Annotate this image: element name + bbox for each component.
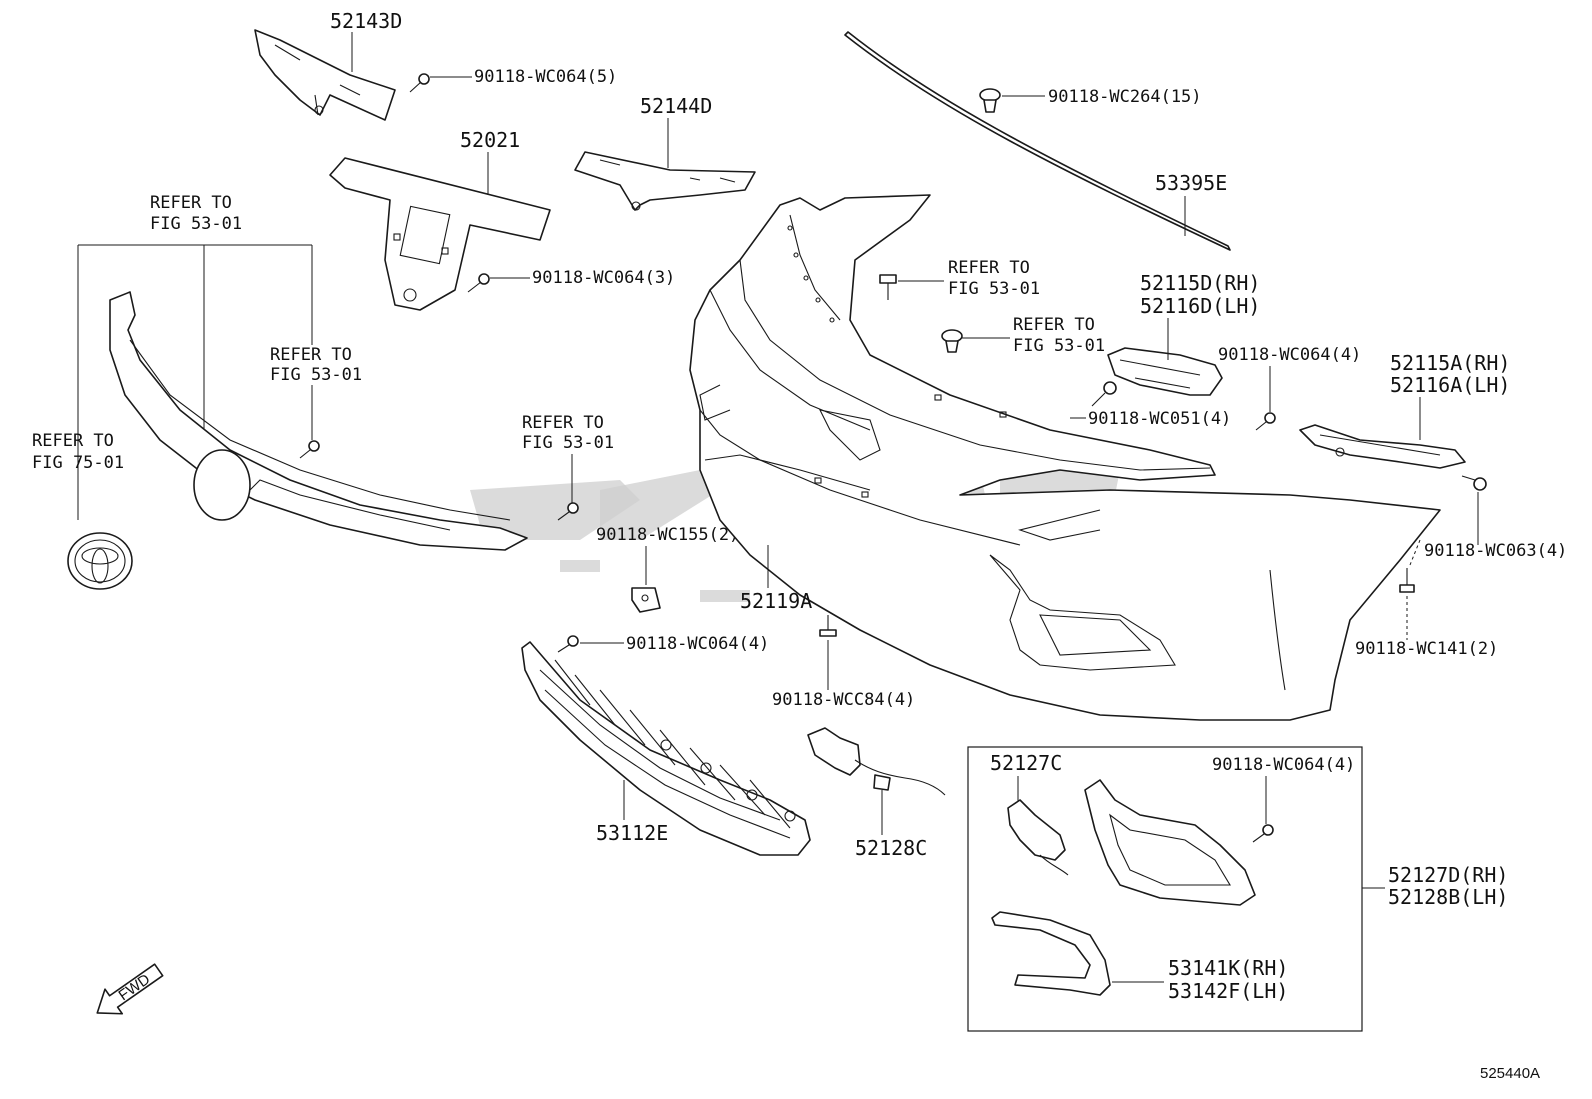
refer-fig-label: FIG 53-01 bbox=[948, 279, 1040, 299]
label-53112e: 53112E bbox=[596, 821, 668, 845]
lower-grille-53112e[interactable] bbox=[521, 641, 811, 856]
label-90118-wc064-4: 90118-WC064(4) bbox=[626, 634, 769, 654]
clip-icon bbox=[941, 329, 963, 353]
label-90118-wc064-5: 90118-WC064(5) bbox=[474, 67, 617, 87]
label-90118-wc063-4: 90118-WC063(4) bbox=[1424, 541, 1567, 561]
clip-icon bbox=[979, 88, 1001, 113]
label-90118-wc064-3: 90118-WC064(3) bbox=[532, 268, 675, 288]
bolt-icon bbox=[1091, 381, 1117, 407]
bolt-icon bbox=[467, 273, 490, 293]
label-52127c: 52127C bbox=[990, 751, 1062, 775]
retainer-52021[interactable] bbox=[329, 157, 551, 311]
screw-icon bbox=[557, 635, 579, 653]
figure-id: 525440A bbox=[1480, 1065, 1540, 1082]
label-90118-wc064-4: 90118-WC064(4) bbox=[1212, 755, 1355, 775]
toyota-emblem-icon bbox=[67, 532, 133, 590]
label-52115d: 52115D(RH) bbox=[1140, 271, 1260, 295]
fog-lamp-cover[interactable] bbox=[1084, 779, 1256, 906]
label-90118-wc141-2: 90118-WC141(2) bbox=[1355, 639, 1498, 659]
refer-fig-label: FIG 53-01 bbox=[270, 365, 362, 385]
part-52127c[interactable] bbox=[1007, 799, 1069, 876]
label-52144d: 52144D bbox=[640, 94, 712, 118]
screw-icon bbox=[1461, 475, 1487, 491]
refer-fig-label: FIG 53-01 bbox=[522, 433, 614, 453]
label-52128c: 52128C bbox=[855, 836, 927, 860]
label-52116d: 52116D(LH) bbox=[1140, 294, 1260, 318]
bracket-52143d[interactable] bbox=[254, 29, 396, 121]
label-52021: 52021 bbox=[460, 128, 520, 152]
refer-to-label: REFER TO bbox=[948, 258, 1030, 278]
label-90118-wcc84-4: 90118-WCC84(4) bbox=[772, 690, 915, 710]
refer-fig-label: FIG 53-01 bbox=[150, 214, 242, 234]
label-53395e: 53395E bbox=[1155, 171, 1227, 195]
bracket-52144d[interactable] bbox=[574, 151, 756, 211]
bolt-icon bbox=[409, 73, 430, 93]
refer-to-label: REFER TO bbox=[270, 345, 352, 365]
bracket-52115d[interactable] bbox=[1107, 347, 1223, 396]
label-52143d: 52143D bbox=[330, 9, 402, 33]
refer-to-label: REFER TO bbox=[150, 193, 232, 213]
label-90118-wc051-4: 90118-WC051(4) bbox=[1088, 409, 1231, 429]
label-90118-wc264-15: 90118-WC264(15) bbox=[1048, 87, 1202, 107]
label-52115a: 52115A(RH) bbox=[1390, 351, 1510, 375]
label-90118-wc064-4: 90118-WC064(4) bbox=[1218, 345, 1361, 365]
screw-icon bbox=[557, 502, 579, 521]
clip-nut-icon bbox=[631, 587, 661, 613]
fog-lamp-group-box bbox=[967, 746, 1363, 1032]
refer-to-label: REFER TO bbox=[32, 431, 114, 451]
part-52128c[interactable] bbox=[807, 727, 946, 796]
bolt-icon bbox=[879, 274, 897, 300]
label-52116a: 52116A(LH) bbox=[1390, 373, 1510, 397]
label-53142f: 53142F(LH) bbox=[1168, 979, 1288, 1003]
label-90118-wc155-2: 90118-WC155(2) bbox=[596, 525, 739, 545]
label-52128b: 52128B(LH) bbox=[1388, 885, 1508, 909]
label-52127d: 52127D(RH) bbox=[1388, 863, 1508, 887]
screw-icon bbox=[819, 615, 837, 637]
refer-to-label: REFER TO bbox=[1013, 315, 1095, 335]
refer-fig-label: FIG 75-01 bbox=[32, 453, 124, 473]
screw-icon bbox=[1399, 568, 1415, 593]
front-bumper-cover[interactable] bbox=[689, 194, 1441, 721]
label-53141k: 53141K(RH) bbox=[1168, 956, 1288, 980]
label-52119a: 52119A bbox=[740, 589, 812, 613]
forward-direction-arrow-icon: FWD bbox=[96, 963, 164, 1015]
molding-53395e-line bbox=[844, 34, 1231, 251]
screw-icon bbox=[1255, 412, 1276, 431]
upper-grille[interactable] bbox=[109, 291, 528, 551]
bracket-52115a[interactable] bbox=[1299, 424, 1466, 469]
molding-53141k[interactable] bbox=[991, 911, 1111, 996]
refer-fig-label: FIG 53-01 bbox=[1013, 336, 1105, 356]
screw-icon bbox=[299, 440, 320, 459]
refer-to-label: REFER TO bbox=[522, 413, 604, 433]
screw-icon bbox=[1252, 824, 1274, 843]
